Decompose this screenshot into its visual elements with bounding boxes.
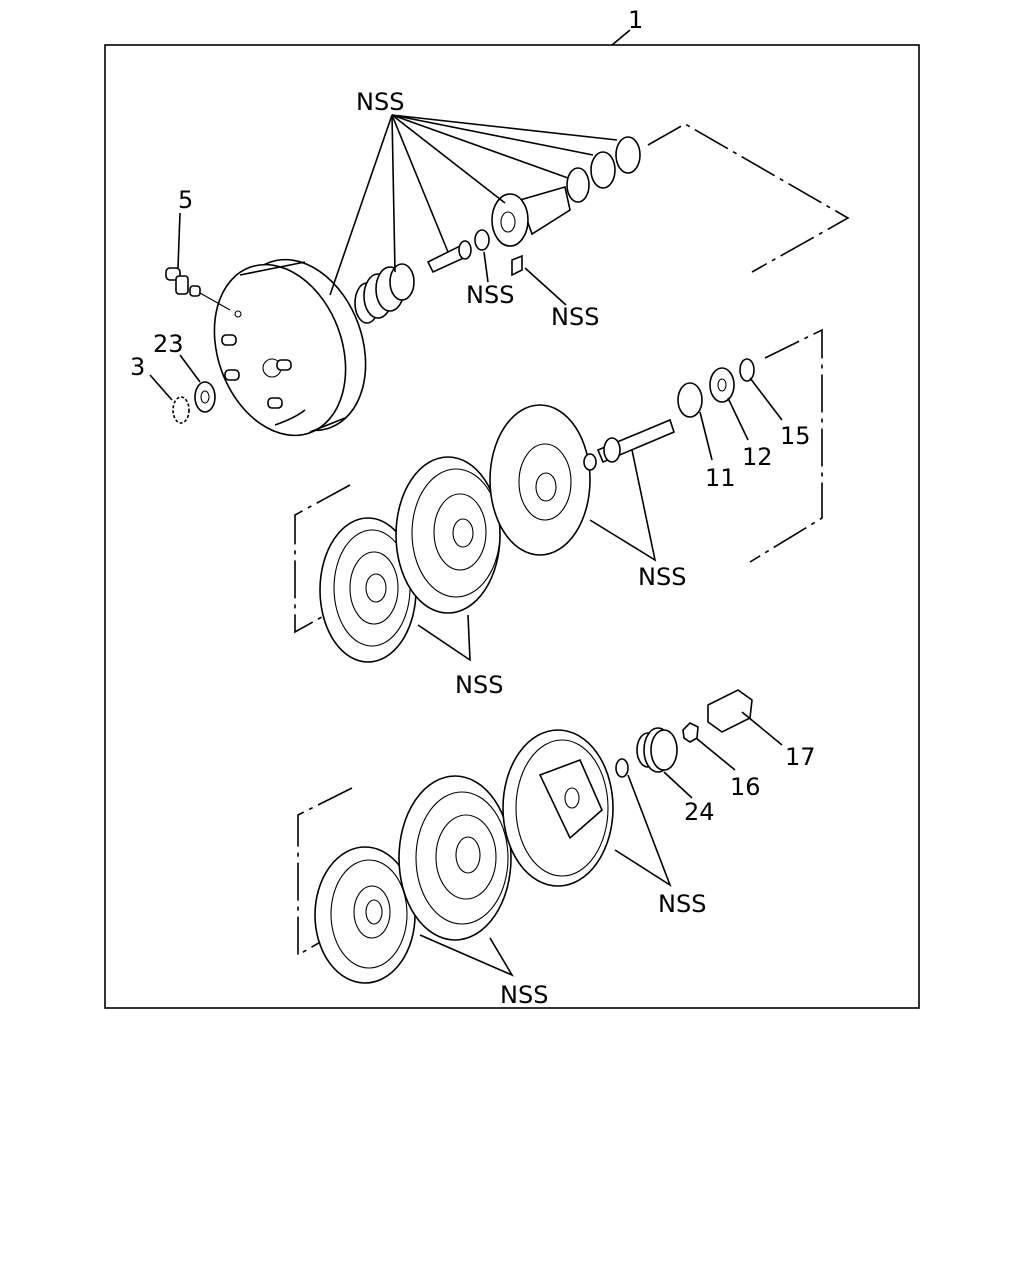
- leader-p16: [695, 737, 736, 771]
- leader-nss-bottom-right: [614, 774, 672, 887]
- diaphragm-plate-e: [398, 775, 512, 941]
- push-rod: [426, 240, 472, 274]
- seal-c: [615, 136, 641, 174]
- leader-p17: [741, 711, 783, 746]
- seal-b: [590, 151, 616, 189]
- label-nss-middle-left: NSS: [455, 671, 503, 699]
- grommet: [194, 381, 216, 413]
- diaphragm-plate-b: [395, 456, 501, 614]
- label-nss-clip: NSS: [551, 303, 599, 331]
- return-spring: [354, 263, 415, 324]
- label-p12: 12: [742, 443, 773, 471]
- check-valve: [165, 267, 231, 311]
- phantom-frame-top: [647, 123, 850, 273]
- label-p23: 23: [153, 330, 184, 358]
- leader-nss-bushing: [483, 251, 489, 283]
- diaphragm-plate-c: [489, 404, 591, 556]
- lock-washer: [172, 396, 190, 424]
- leader-nss-middle-right: [589, 449, 657, 562]
- valve-body: [491, 185, 571, 247]
- phantom-frame-middle-right: [749, 328, 823, 563]
- key-clip: [511, 254, 523, 277]
- label-p24: 24: [684, 798, 715, 826]
- label-p16: 16: [730, 773, 761, 801]
- label-assembly: 1: [628, 6, 643, 34]
- leader-nss-bottom-left: [419, 934, 514, 977]
- leader-p24: [663, 771, 693, 799]
- leader-p3: [149, 374, 173, 401]
- leaders-nss-top: [329, 114, 618, 296]
- leader-p11: [699, 411, 713, 461]
- leader-assembly: [611, 29, 631, 46]
- label-nss-top: NSS: [356, 88, 404, 116]
- label-p11: 11: [705, 464, 736, 492]
- label-p5: 5: [178, 186, 193, 214]
- label-nss-middle-right: NSS: [638, 563, 686, 591]
- label-nss-bottom-right: NSS: [658, 890, 706, 918]
- small-ring: [615, 758, 629, 778]
- label-nss-bushing: NSS: [466, 281, 514, 309]
- seal-a: [566, 167, 590, 203]
- assembly-frame: [104, 44, 920, 1009]
- leader-p12: [727, 397, 749, 441]
- boot-24: [636, 727, 678, 773]
- clevis-17: [707, 689, 753, 733]
- rear-plate: [502, 729, 614, 887]
- leader-p5: [177, 212, 181, 269]
- leader-p23: [179, 354, 201, 383]
- label-p3: 3: [130, 353, 145, 381]
- label-p15: 15: [780, 422, 811, 450]
- leader-nss-middle-left: [417, 614, 471, 662]
- master-cylinder-rod: [583, 418, 675, 471]
- seal-12: [709, 367, 735, 403]
- retainer-11: [677, 382, 703, 418]
- leader-nss-clip: [524, 267, 567, 306]
- nut-16: [682, 722, 699, 743]
- booster-shell: [213, 258, 367, 437]
- label-nss-bottom-left: NSS: [500, 981, 548, 1009]
- oring-15: [739, 358, 755, 382]
- leader-p15: [749, 377, 783, 421]
- label-p17: 17: [785, 743, 816, 771]
- bushing: [474, 229, 490, 251]
